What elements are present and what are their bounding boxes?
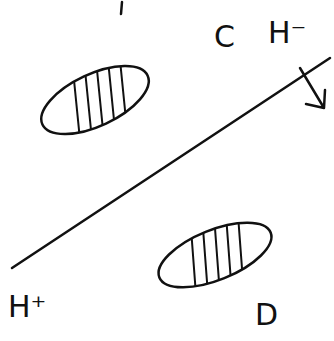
hatched-ellipse	[150, 209, 280, 300]
region-label: D	[255, 300, 278, 330]
region-label: H⁻	[268, 18, 306, 48]
dividing-line	[12, 58, 330, 268]
region-label: H⁺	[8, 292, 46, 322]
stray-stroke	[121, 2, 122, 14]
region-label: C	[214, 22, 235, 52]
hatched-ellipse	[31, 52, 158, 148]
direction-arrow	[300, 68, 325, 108]
